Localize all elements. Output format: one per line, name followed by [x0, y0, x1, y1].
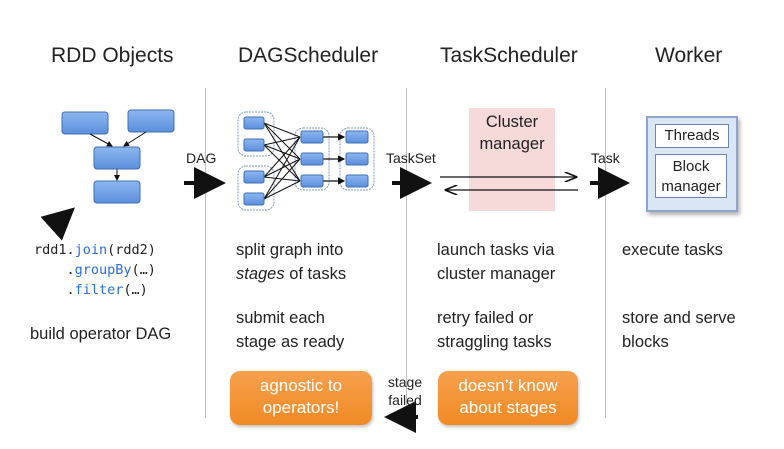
- worker-desc-2: store and serve blocks: [622, 309, 736, 351]
- stage-failed-label: stage failed: [387, 374, 423, 408]
- task-label: Task: [591, 150, 620, 166]
- rdd-box: [127, 109, 175, 133]
- block-manager-label: Block: [672, 158, 710, 175]
- column-divider: [605, 88, 606, 418]
- cluster-manager-label: manager: [479, 135, 545, 153]
- column-title-worker: Worker: [655, 44, 723, 67]
- cluster-manager-label: Cluster: [485, 113, 539, 131]
- rdd-dag-icon: [61, 109, 175, 204]
- rdd-description: build operator DAG: [30, 325, 172, 343]
- cluster-manager-box: Cluster manager: [469, 108, 555, 211]
- column-title-rdd-objects: RDD Objects: [51, 44, 174, 67]
- column-title-dagscheduler: DAGScheduler: [238, 44, 379, 67]
- worker-box: Threads Block manager: [646, 116, 738, 212]
- doesnt-know-callout: doesn’t know about stages: [438, 371, 578, 425]
- taskscheduler-desc-2: retry failed or straggling tasks: [437, 309, 552, 351]
- dagscheduler-desc-2: submit each stage as ready: [236, 309, 345, 351]
- worker-desc-1: execute tasks: [622, 241, 723, 259]
- block-manager-box: Block manager: [655, 154, 727, 198]
- taskset-label: TaskSet: [386, 150, 436, 166]
- code-to-dag-arrow: [40, 207, 75, 241]
- rdd-box: [61, 111, 109, 135]
- rdd-box: [93, 180, 141, 204]
- stage-group: [294, 127, 330, 191]
- stage-group: [237, 111, 275, 157]
- taskscheduler-desc-1: launch tasks via cluster manager: [437, 241, 556, 283]
- column-title-taskscheduler: TaskScheduler: [440, 44, 578, 67]
- stages-graph-icon: [237, 111, 375, 211]
- dag-label: DAG: [186, 150, 217, 166]
- agnostic-callout: agnostic to operators!: [230, 371, 372, 425]
- column-divider: [406, 88, 407, 418]
- threads-box: Threads: [655, 124, 729, 148]
- column-divider: [205, 88, 206, 418]
- code-snippet: rdd1.join(rdd2) .groupBy(…) .filter(…): [34, 242, 156, 298]
- dagscheduler-desc-1: split graph into stages of tasks: [236, 241, 347, 283]
- block-manager-label: manager: [661, 178, 721, 195]
